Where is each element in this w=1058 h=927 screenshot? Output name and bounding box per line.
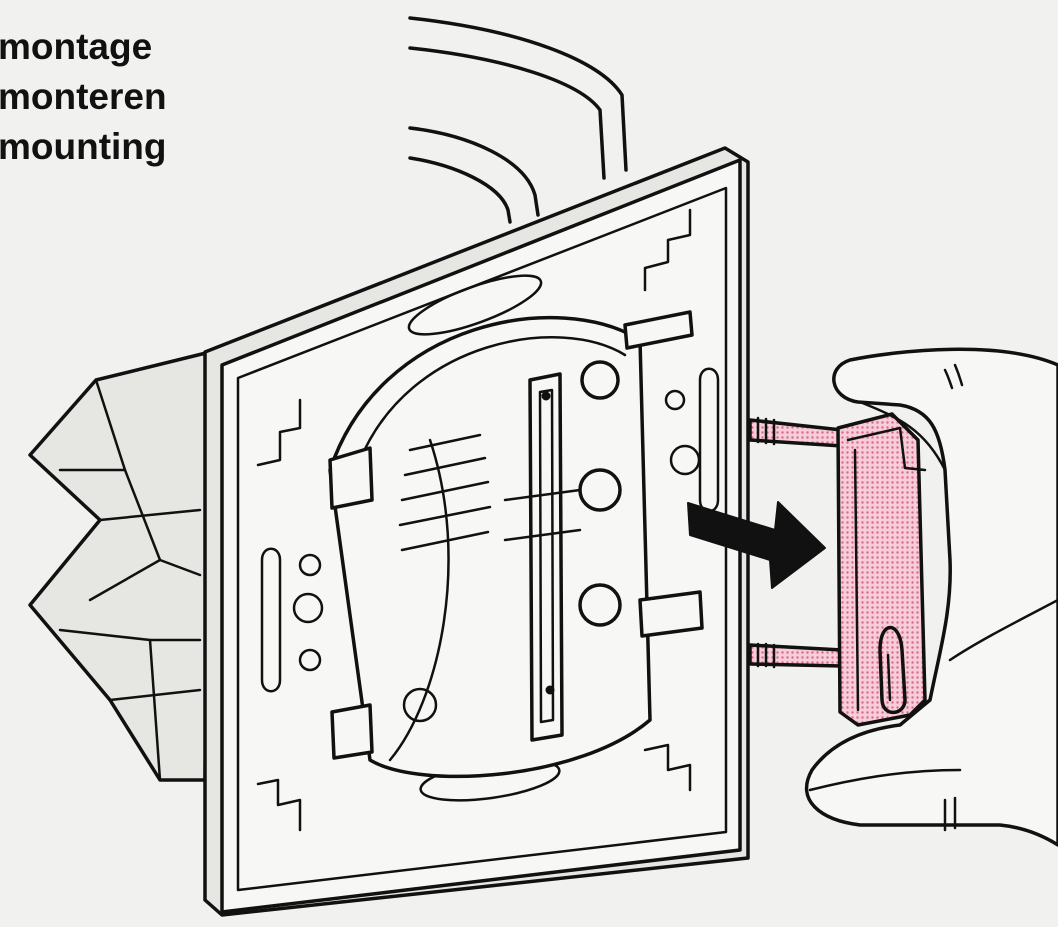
mounting-label-block: montage monteren mounting [0,22,167,172]
switch-box-body [28,350,212,782]
hand-illustration [804,347,1058,847]
label-english: mounting [0,126,167,167]
connector-part [748,412,927,727]
label-french: montage [0,26,153,67]
wire-pair [408,16,628,224]
switch-mechanism [328,310,704,779]
label-dutch: monteren [0,76,167,117]
arrow-right-icon [687,501,826,589]
